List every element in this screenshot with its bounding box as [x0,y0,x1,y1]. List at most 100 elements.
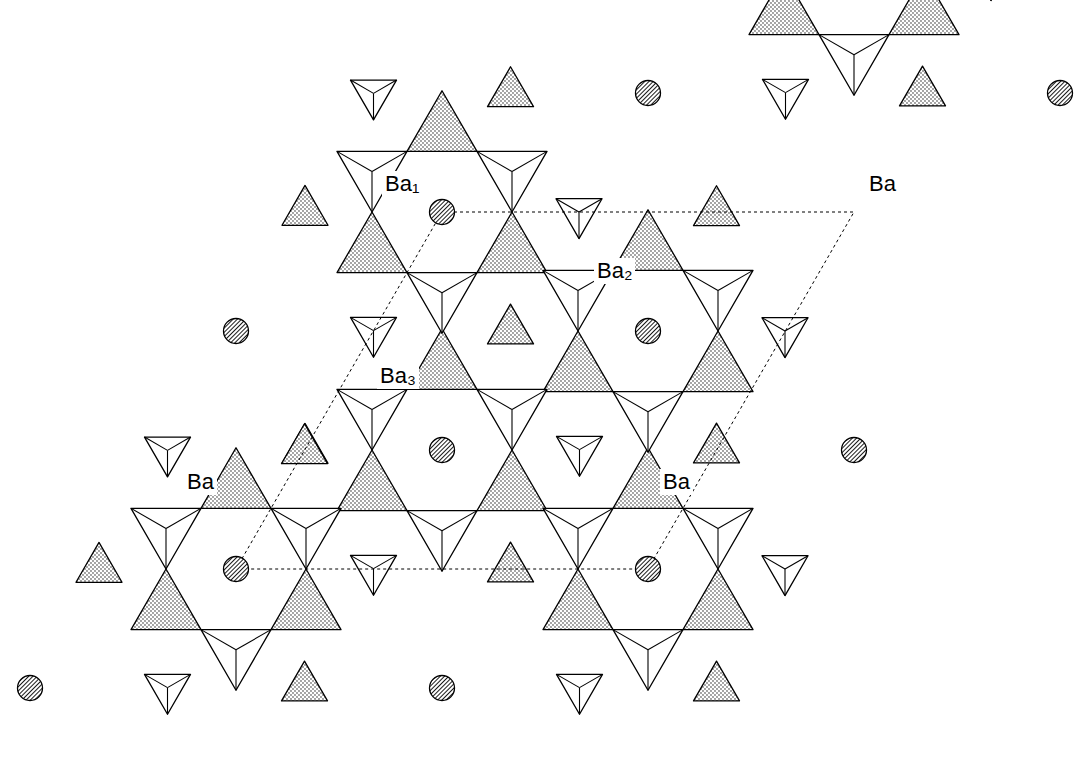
tetrahedron-edge [990,0,991,1]
tetrahedron-edge [578,212,579,239]
tetrahedron-edge [580,674,603,687]
tetrahedron-edge [647,650,648,690]
tetrahedron-edge [819,35,854,55]
tetrahedron-face [76,542,122,582]
tetrahedron-edge [543,270,578,290]
barium-atom [430,200,455,225]
tetrahedron [613,392,683,453]
tetrahedron-edge [785,556,808,569]
barium-atom [18,676,43,701]
tetrahedron-edge [762,556,785,569]
tetrahedron [683,270,753,331]
tetrahedron-edge [647,412,648,452]
tetrahedron-face [557,436,603,476]
tetrahedron-edge [579,199,602,212]
shaded-tetrahedron [337,450,407,511]
tetrahedron [762,318,808,358]
tetrahedron-edge [373,331,374,358]
tetrahedron-edge [351,317,374,330]
tetrahedron-face [337,450,407,511]
tetrahedron-edge [512,151,547,171]
tetrahedron-edge [477,151,512,171]
atom-label: Ba₂ [594,258,635,284]
tetrahedron-edge [131,508,166,528]
atom-label: Ba [184,469,217,495]
tetrahedron-face [407,273,477,334]
tetrahedron-edge [717,529,718,569]
tetrahedron-edge [372,151,407,171]
tetrahedron-edge [201,630,236,650]
tetrahedron-edge [577,529,578,569]
barium-atom [430,438,455,463]
tetrahedron-edge [511,172,512,212]
tetrahedron-face [749,0,819,35]
tetrahedron-edge [557,674,580,687]
tetrahedron-edge [543,508,578,528]
barium-atom [224,319,249,344]
tetrahedron-edge [762,318,785,331]
tetrahedron-face [351,317,397,357]
tetrahedron-face [282,661,328,701]
tetrahedron-edge [166,508,201,528]
tetrahedron-face [477,212,547,273]
tetrahedron-edge [271,508,306,528]
tetrahedron [477,151,547,212]
shaded-tetrahedron [543,569,613,630]
tetrahedron [556,199,602,239]
tetrahedron-edge [236,630,271,650]
tetrahedron-edge [167,688,168,715]
tetrahedron-edge [145,674,168,687]
tetrahedron-face [271,508,341,569]
tetrahedron-face [613,630,683,691]
tetrahedron-edge [165,529,166,569]
shaded-tetrahedron [749,0,819,35]
tetrahedron-face [201,630,271,691]
tetrahedron [351,555,397,595]
tetrahedron-edge [580,436,603,449]
tetrahedron-edge [374,80,397,93]
tetrahedron [819,35,889,96]
tetrahedron-edge [145,437,168,450]
tetrahedron [683,508,753,569]
tetrahedron-edge [305,529,306,569]
tetrahedron-edge [337,151,372,171]
tetrahedron-edge [306,508,341,528]
shaded-tetrahedron [488,542,534,582]
tetrahedron-edge [511,410,512,450]
tetrahedron [613,630,683,691]
tetrahedron [407,511,477,572]
shaded-tetrahedron [282,423,328,463]
shaded-tetrahedron [683,331,753,392]
shaded-tetrahedron [488,304,534,344]
tetrahedron-face [271,569,341,630]
tetrahedron-edge [557,436,580,449]
tetrahedron-edge [373,93,374,120]
tetrahedron-face [557,674,603,714]
tetrahedron [351,80,397,120]
shaded-tetrahedron [271,569,341,630]
tetrahedron-face [131,508,201,569]
tetrahedron-face [556,199,602,239]
tetrahedron-edge [784,569,785,596]
barium-atom [430,676,455,701]
barium-atom [636,81,661,106]
tetrahedron-edge [371,410,372,450]
atom-label: Ba [660,469,693,495]
barium-atom [636,319,661,344]
tetrahedron-face [282,423,328,463]
tetrahedron-edge [577,291,578,331]
tetrahedron-face [407,91,477,152]
tetrahedron-edge [168,674,191,687]
shaded-tetrahedron [407,91,477,152]
tetrahedron-face [683,508,753,569]
tetrahedron-edge [477,389,512,409]
tetrahedron-edge [441,531,442,571]
tetrahedron-edge [235,650,236,690]
atom-label: Ba [866,171,899,197]
tetrahedron [557,436,603,476]
tetrahedron-edge [717,291,718,331]
tetrahedron-edge [763,79,786,92]
tetrahedron-face [488,304,534,344]
tetrahedron-face [351,555,397,595]
tetrahedron-face [683,331,753,392]
